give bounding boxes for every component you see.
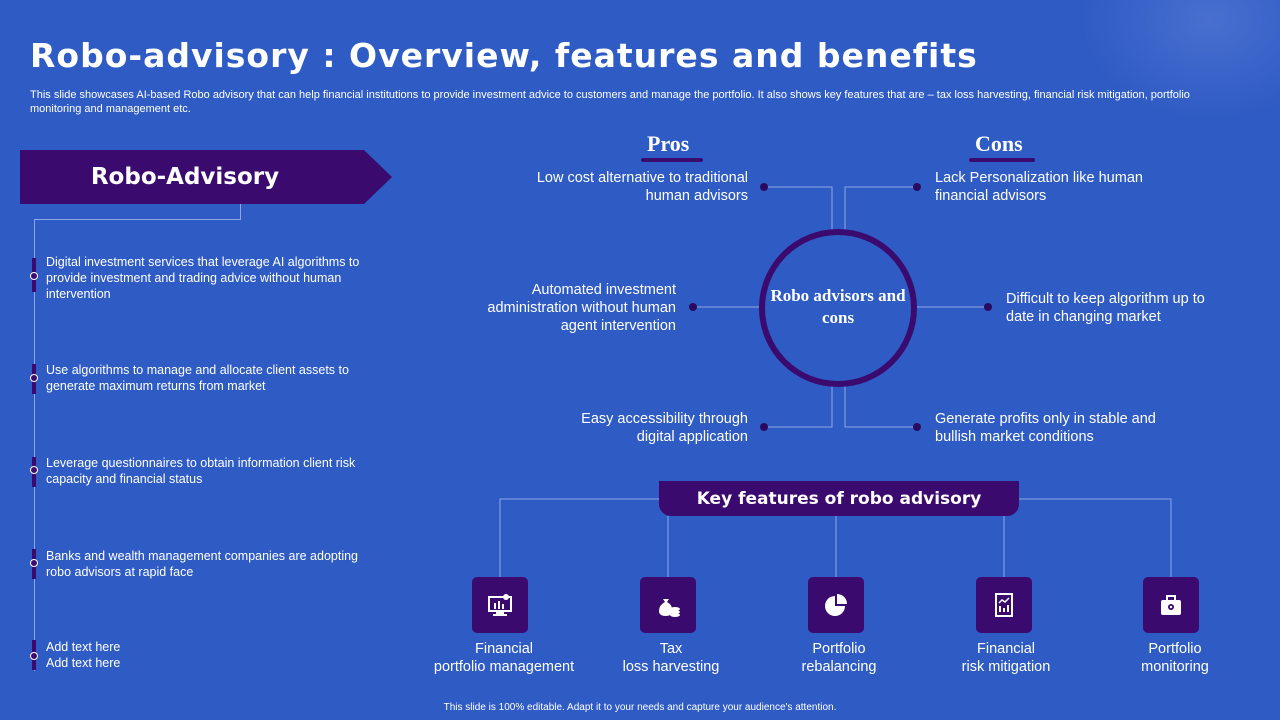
cons-dot — [913, 183, 921, 191]
footer-note: This slide is 100% editable. Adapt it to… — [443, 702, 837, 713]
timeline-text: Digital investment services that leverag… — [46, 255, 360, 301]
money-bag-icon — [640, 577, 696, 633]
pros-dot — [760, 183, 768, 191]
page-subtitle: This slide showcases AI-based Robo advis… — [30, 89, 1190, 115]
center-circle — [759, 229, 917, 387]
banner-arrow-shape — [20, 150, 392, 204]
feature-label: Financial portfolio management — [433, 641, 575, 675]
cons-heading: Cons — [969, 131, 1035, 162]
feature-label: Financial risk mitigation — [961, 641, 1051, 675]
pros-item: Automated investment administration with… — [487, 282, 676, 334]
cons-item: Generate profits only in stable and bull… — [935, 411, 1156, 445]
cons-item: Difficult to keep algorithm up to date i… — [1006, 291, 1205, 325]
feature-label: Portfolio monitoring — [1141, 641, 1209, 675]
pros-dot — [760, 423, 768, 431]
pie-chart-icon — [808, 577, 864, 633]
timeline-dot — [30, 652, 38, 660]
timeline-dot — [30, 272, 38, 280]
banner-label: Robo-Advisory — [90, 164, 280, 190]
briefcase-icon — [1143, 577, 1199, 633]
corner-glow — [1080, 0, 1280, 120]
timeline-connector — [240, 204, 241, 220]
timeline-text: Banks and wealth management companies ar… — [46, 549, 359, 579]
pros-heading: Pros — [641, 131, 703, 162]
pros-dot — [689, 303, 697, 311]
timeline-line — [34, 219, 35, 671]
monitor-chart-icon — [472, 577, 528, 633]
cons-dot — [913, 423, 921, 431]
timeline-text: Add text here Add text here — [46, 640, 121, 670]
center-circle-label: Robo advisors and cons — [770, 286, 906, 327]
timeline-text: Use algorithms to manage and allocate cl… — [46, 363, 349, 393]
pros-item: Easy accessibility through digital appli… — [581, 411, 748, 445]
timeline-text: Leverage questionnaires to obtain inform… — [46, 456, 356, 486]
report-icon — [976, 577, 1032, 633]
key-features-heading: Key features of robo advisory — [659, 481, 1019, 516]
feature-label: Tax loss harvesting — [622, 641, 720, 675]
timeline-dot — [30, 374, 38, 382]
pros-item: Low cost alternative to traditional huma… — [536, 170, 748, 204]
cons-item: Lack Personalization like human financia… — [935, 170, 1143, 204]
feature-label: Portfolio rebalancing — [801, 641, 877, 675]
timeline-dot — [30, 559, 38, 567]
cons-dot — [984, 303, 992, 311]
timeline-dot — [30, 466, 38, 474]
robo-advisory-banner: Robo-Advisory — [20, 150, 392, 204]
timeline-connector — [34, 219, 241, 220]
page-title: Robo-advisory : Overview, features and b… — [30, 36, 978, 75]
